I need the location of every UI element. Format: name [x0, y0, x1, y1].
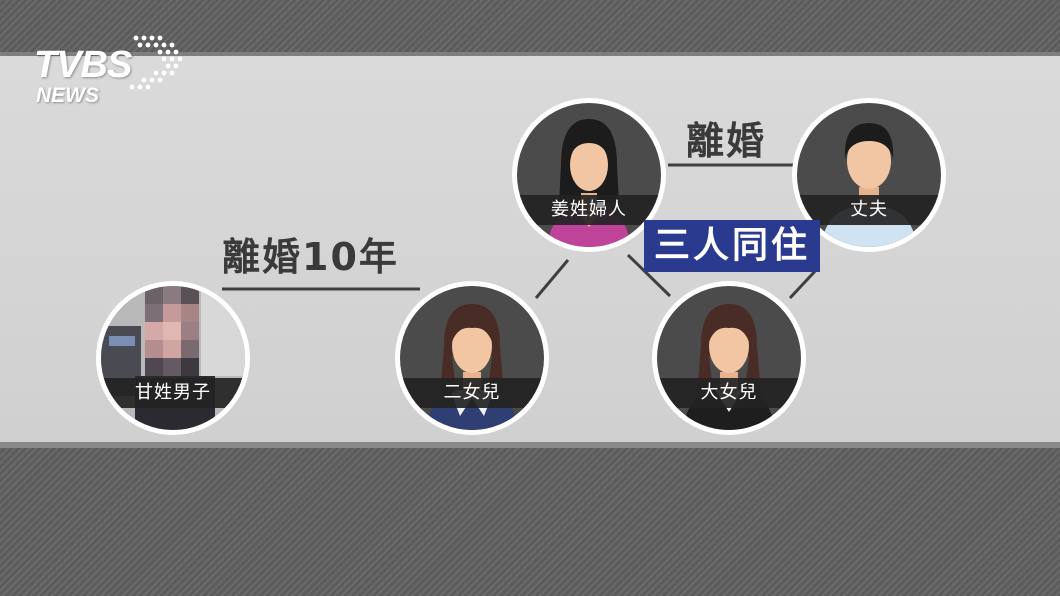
label-eldest-daughter: 大女兒: [657, 378, 801, 408]
node-husband: 丈夫: [792, 98, 946, 252]
node-jiang-woman: 姜姓婦人: [512, 98, 666, 252]
female-avatar-icon: [547, 119, 631, 247]
tvbs-logo: TVBS NEWS: [34, 35, 194, 114]
divorce-10-years-label: 離婚10年: [222, 235, 399, 279]
label-gan-man: 甘姓男子: [101, 378, 245, 408]
female-avatar-icon: [426, 304, 518, 430]
label-jiang-woman: 姜姓婦人: [517, 195, 661, 225]
blurred-photo-icon: [101, 286, 245, 430]
top-banner-band: [0, 0, 1060, 56]
bottom-banner-band: [0, 442, 1060, 596]
divorce-label: 離婚: [686, 119, 767, 163]
female-avatar-icon: [683, 304, 775, 430]
line-jiang-second-daughter: [534, 259, 570, 299]
cohabit-label-box: 三人同住: [644, 220, 820, 272]
line-jiang-eldest-daughter: [626, 253, 672, 298]
node-eldest-daughter: 大女兒: [652, 281, 806, 435]
node-second-daughter: 二女兒: [395, 281, 549, 435]
label-second-daughter: 二女兒: [400, 378, 544, 408]
logo-dots-icon: [129, 35, 183, 90]
label-husband: 丈夫: [797, 195, 941, 225]
node-gan-man: 甘姓男子: [96, 281, 250, 435]
line-husband-eldest-daughter: [788, 266, 820, 300]
